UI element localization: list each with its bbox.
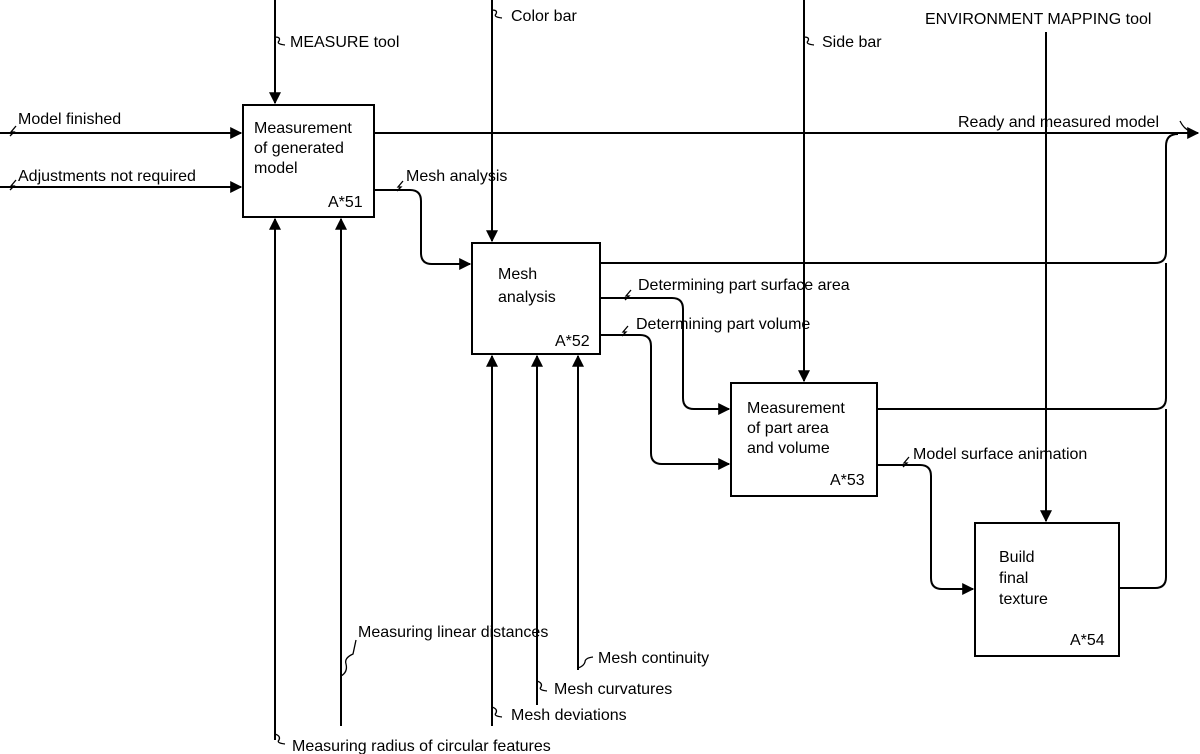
box-a51-code: A*51 — [328, 194, 363, 211]
output-feedback-bus — [600, 133, 1179, 589]
box-a53[interactable]: Measurement of part area and volume A*53 — [730, 382, 878, 497]
control-side-bar-label: Side bar — [822, 34, 882, 51]
mechanism-measuring-radius-of-circular-features: Measuring radius of circular features — [269, 217, 551, 754]
box-a52[interactable]: Mesh analysis A*52 — [471, 242, 601, 355]
box-a53-code: A*53 — [830, 472, 865, 489]
box-a53-label-line-1: Measurement — [747, 400, 845, 417]
box-a54[interactable]: Build final texture A*54 — [974, 522, 1120, 657]
output-model-surface-animation: Model surface animation — [877, 446, 1087, 595]
mechanism-mesh-deviations-label: Mesh deviations — [511, 707, 627, 724]
box-a52-label-line-1: Mesh — [498, 266, 537, 283]
control-environment-mapping-tool-label: ENVIRONMENT MAPPING tool — [925, 11, 1151, 28]
output-determining-part-surface-area: Determining part surface area — [600, 277, 850, 415]
box-a51-label-line-3: model — [254, 160, 298, 177]
mechanism-mesh-curvatures-label: Mesh curvatures — [554, 681, 672, 698]
box-a52-code: A*52 — [555, 333, 590, 350]
mechanism-measuring-linear-distances-label: Measuring linear distances — [358, 624, 548, 641]
box-a54-label-line-1: Build — [999, 549, 1035, 566]
box-a53-label-line-3: and volume — [747, 440, 830, 457]
control-measure-tool: MEASURE tool — [269, 0, 399, 105]
mechanism-mesh-continuity-label: Mesh continuity — [598, 650, 709, 667]
output-ready-and-measured-model: Ready and measured model — [374, 114, 1200, 139]
control-environment-mapping-tool: ENVIRONMENT MAPPING tool — [925, 11, 1151, 523]
output-determining-part-volume-label: Determining part volume — [636, 316, 810, 333]
box-a51-label-line-1: Measurement — [254, 120, 352, 137]
box-a51[interactable]: Measurement of generated model A*51 — [242, 104, 375, 218]
output-model-surface-animation-label: Model surface animation — [913, 446, 1087, 463]
mechanism-mesh-curvatures: Mesh curvatures — [531, 354, 672, 705]
mechanism-mesh-continuity: Mesh continuity — [572, 354, 709, 670]
box-a54-label-line-2: final — [999, 570, 1028, 587]
output-ready-and-measured-model-label: Ready and measured model — [958, 114, 1159, 131]
control-color-bar: Color bar — [486, 0, 577, 243]
output-determining-part-volume: Determining part volume — [600, 316, 810, 470]
mechanism-measuring-linear-distances: Measuring linear distances — [335, 217, 548, 726]
output-mesh-analysis: Mesh analysis — [374, 168, 507, 270]
control-side-bar: Side bar — [798, 0, 882, 383]
input-model-finished: Model finished — [0, 111, 243, 139]
input-adjustments-not-required-label: Adjustments not required — [18, 168, 196, 185]
control-measure-tool-label: MEASURE tool — [290, 34, 399, 51]
output-determining-part-surface-area-label: Determining part surface area — [638, 277, 850, 294]
input-model-finished-label: Model finished — [18, 111, 121, 128]
box-a54-label-line-3: texture — [999, 591, 1048, 608]
box-a52-label-line-2: analysis — [498, 289, 556, 306]
control-color-bar-label: Color bar — [511, 8, 577, 25]
output-mesh-analysis-label: Mesh analysis — [406, 168, 507, 185]
box-a54-code: A*54 — [1070, 632, 1105, 649]
mechanism-mesh-deviations: Mesh deviations — [486, 354, 627, 726]
box-a51-label-line-2: of generated — [254, 140, 344, 157]
box-a53-label-line-2: of part area — [747, 420, 829, 437]
input-adjustments-not-required: Adjustments not required — [0, 168, 243, 193]
mechanism-measuring-radius-of-circular-features-label: Measuring radius of circular features — [292, 738, 551, 754]
